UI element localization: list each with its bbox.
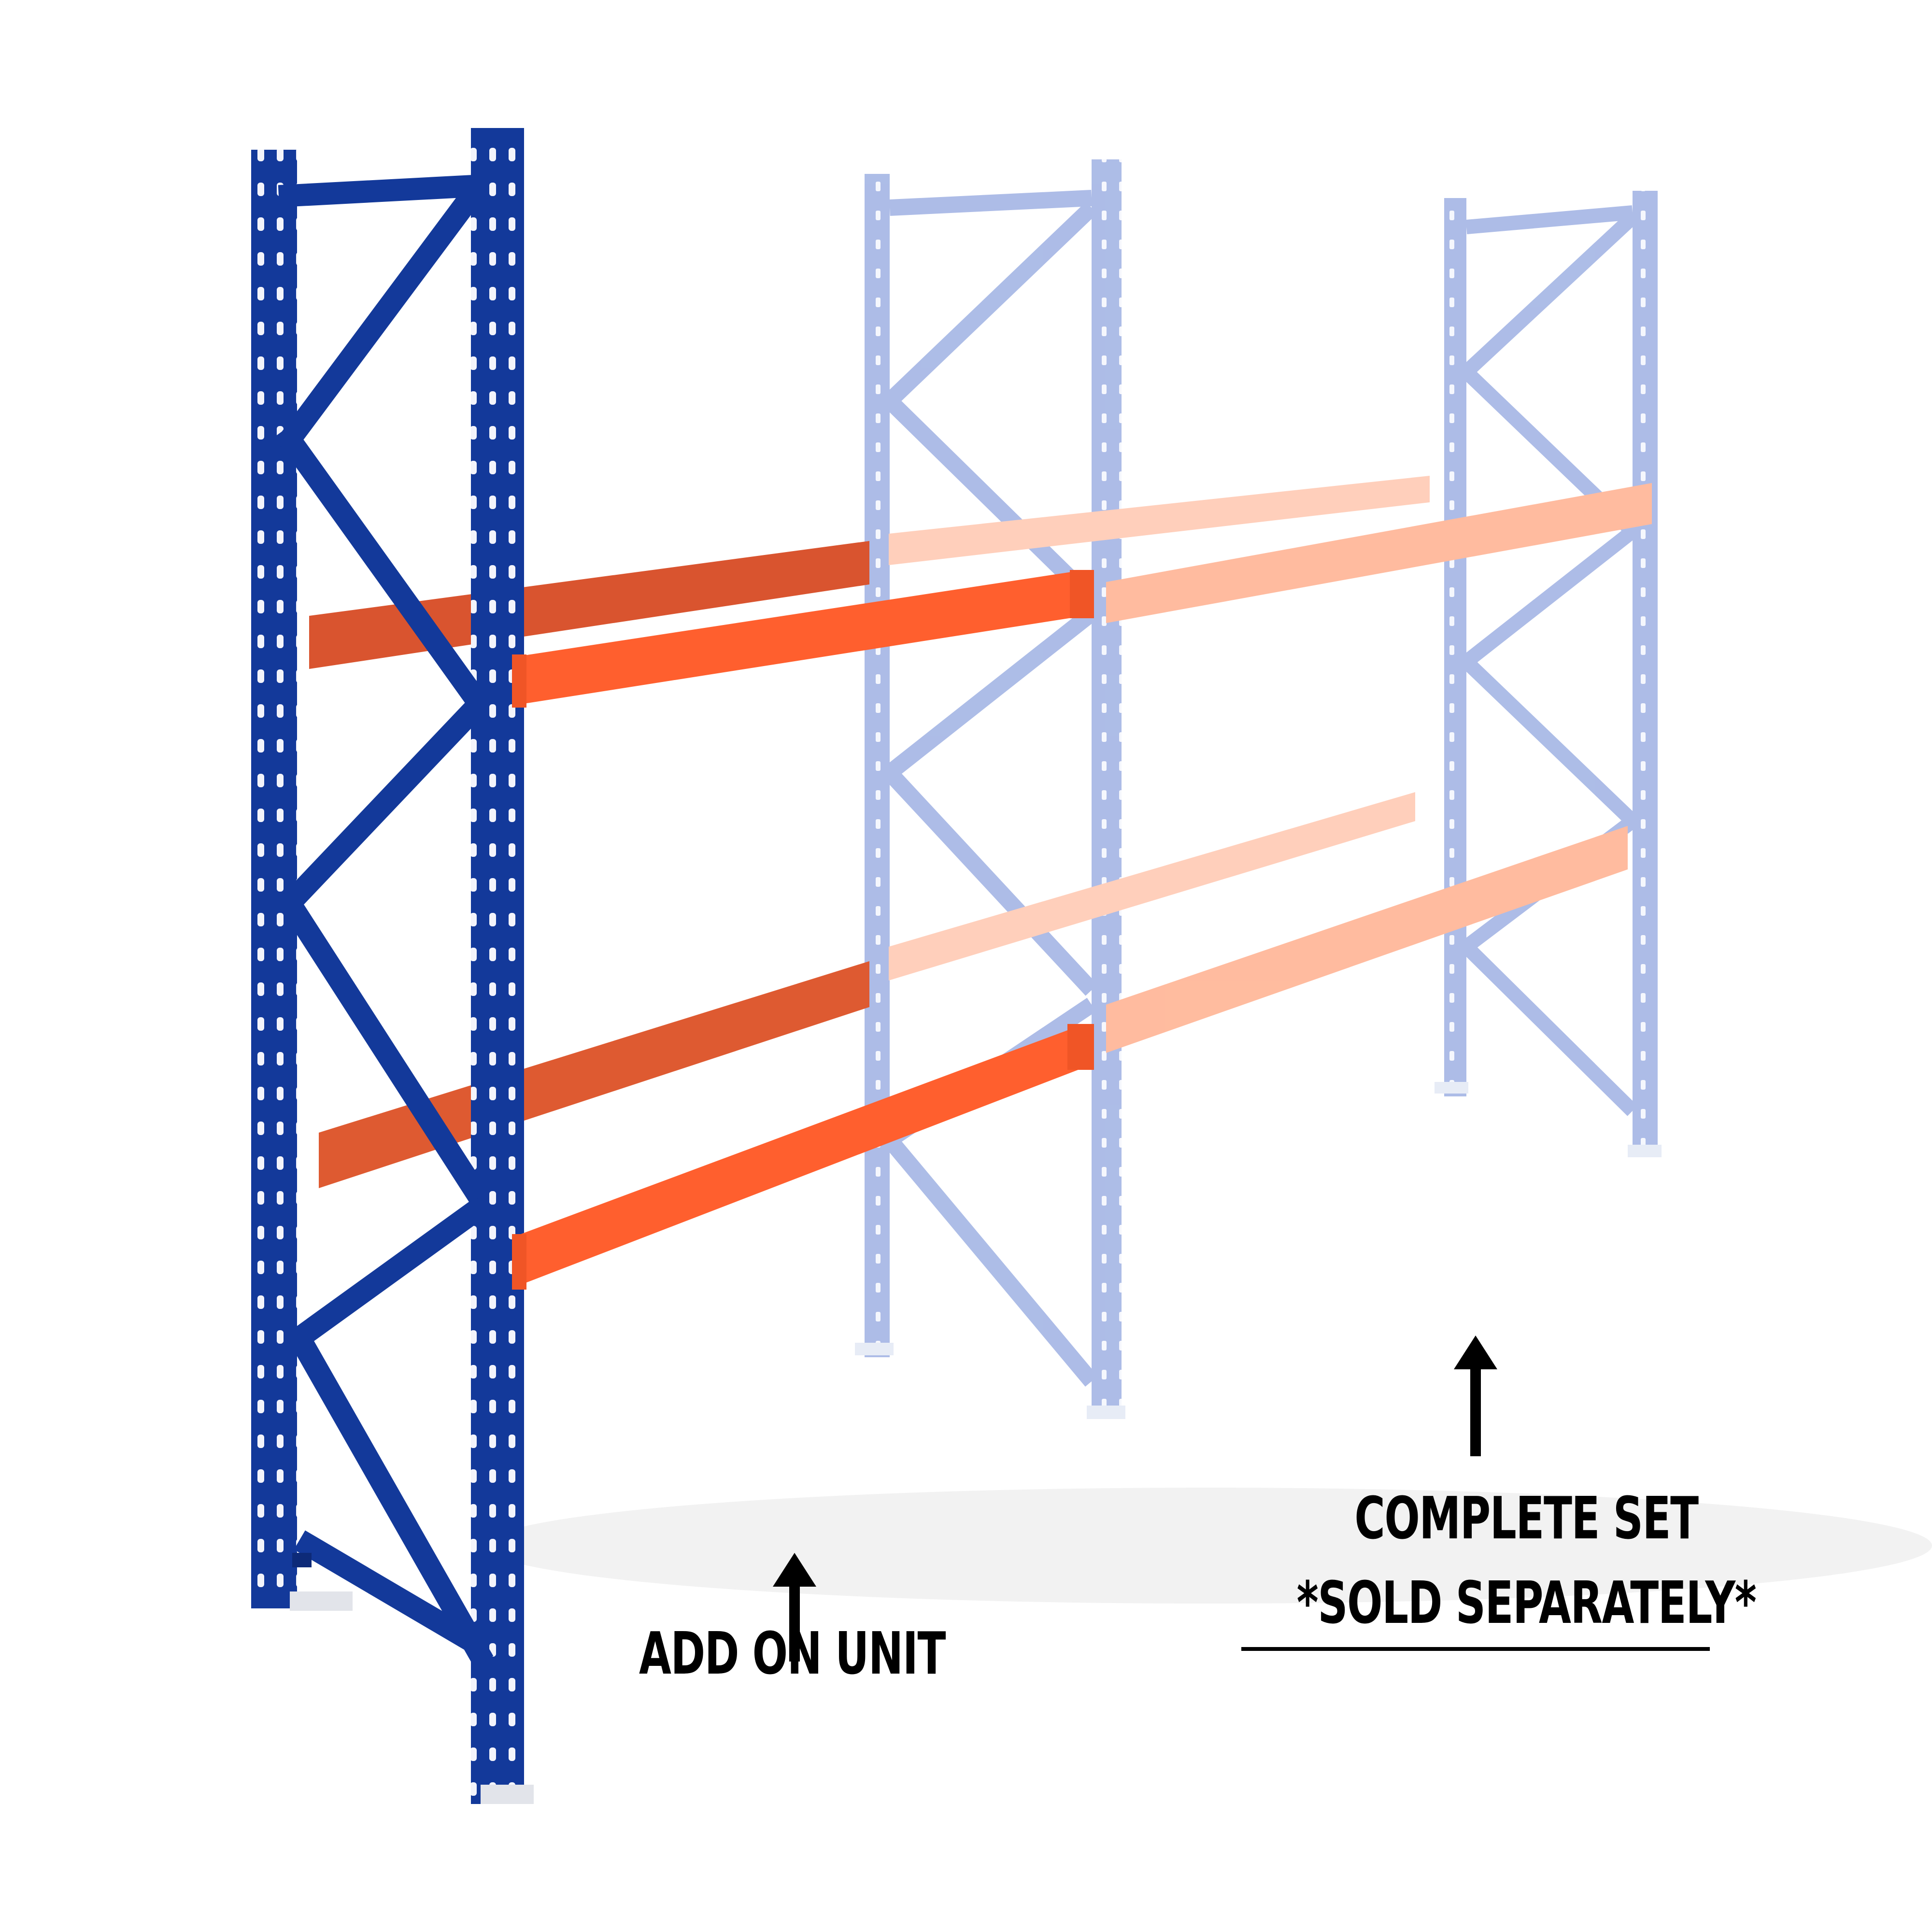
front-beam-upper-connector-left xyxy=(512,654,526,708)
rear-beam-upper xyxy=(309,541,869,669)
front-beam-lower xyxy=(514,1024,1084,1287)
ghost-frame-right xyxy=(1435,191,1662,1157)
rear-beam-lower xyxy=(319,961,869,1188)
floor-shadow xyxy=(483,1488,1932,1604)
ghost-rack-complete-set xyxy=(855,159,1662,1419)
ghost-beams xyxy=(889,476,1652,1053)
add-on-unit-rack xyxy=(251,128,1094,1804)
up-arrow-icon xyxy=(773,1553,816,1662)
front-beam-upper xyxy=(514,570,1084,705)
complete-set-label: COMPLETE SET xyxy=(1354,1485,1699,1552)
sold-separately-underline xyxy=(1241,1647,1710,1651)
front-beam-lower-connector-right xyxy=(1067,1024,1094,1070)
up-arrow-icon xyxy=(1454,1335,1497,1456)
front-beam-lower-connector-left xyxy=(512,1234,526,1290)
ghost-frame-middle xyxy=(855,159,1125,1419)
add-on-unit-label: ADD ON UNIT xyxy=(639,1620,946,1688)
blue-frame xyxy=(251,128,534,1804)
sold-separately-label: *SOLD SEPARATELY* xyxy=(1296,1570,1757,1637)
front-beam-upper-connector-right xyxy=(1070,570,1094,618)
